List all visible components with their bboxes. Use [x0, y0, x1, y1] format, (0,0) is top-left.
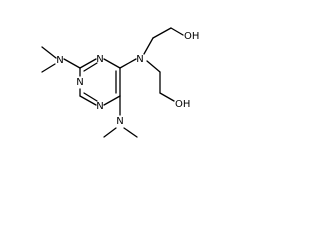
bond-namine-bottom-methyl-left	[103, 127, 117, 138]
diethanolamine-group	[119, 27, 184, 102]
bond-ch2-upper-ch2	[152, 27, 172, 39]
bond-namine-bottom-methyl-right	[123, 127, 138, 138]
bond-namine-right-ch2-lower	[146, 60, 161, 73]
structure-diagram: N N N N N N OH OH	[0, 0, 225, 167]
atom-amine-bottom: N	[116, 116, 123, 127]
bond-ch2-upper-oh	[170, 27, 184, 36]
bond-namine-right-ch2-upper	[143, 37, 154, 55]
atom-hydroxyl-upper: OH	[184, 31, 199, 42]
bond-c3-nbottom	[103, 95, 121, 106]
bond-c1-namine-left	[63, 58, 81, 69]
atom-hydroxyl-lower: OH	[175, 99, 190, 110]
bottom-dimethylamino	[103, 95, 138, 138]
bond-ntop-c2	[103, 58, 121, 69]
atom-ring-n-top: N	[96, 54, 103, 65]
atom-amine-left: N	[56, 55, 63, 66]
bond-namine-left-methyl-down	[41, 63, 56, 73]
bond-c1-ntop-double	[83, 62, 98, 72]
molecule-drawing: N N N N N N OH OH	[41, 27, 199, 138]
atom-ring-n-bottom: N	[96, 101, 103, 112]
atom-ring-n-left: N	[76, 77, 83, 88]
bond-nbottom-c4	[79, 95, 97, 106]
triazine-ring	[79, 58, 121, 106]
atom-amine-right: N	[136, 54, 143, 65]
bond-c2-namine-right	[119, 58, 137, 69]
bond-nbottom-c4-double	[83, 92, 98, 102]
bond-c1-ntop	[79, 58, 97, 69]
bond-namine-left-methyl-up	[41, 46, 57, 59]
left-dimethylamino	[41, 46, 81, 73]
bond-ch2-lower-oh	[159, 92, 175, 102]
